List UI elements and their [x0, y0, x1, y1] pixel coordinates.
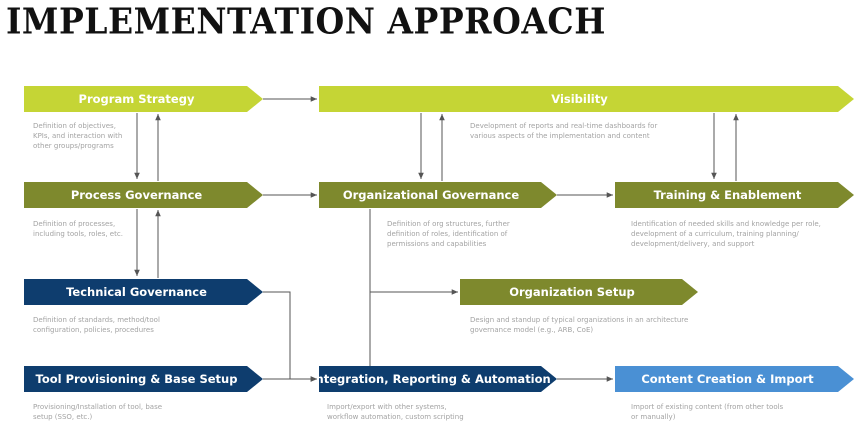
- organization-setup-box: Organization Setup: [460, 279, 698, 305]
- program-strategy-label: Program Strategy: [78, 92, 195, 106]
- desc-line: Definition of standards, method/tool: [33, 316, 160, 324]
- tool-provisioning-description: Provisioning/Installation of tool, base …: [33, 402, 162, 422]
- technical-governance-label: Technical Governance: [66, 285, 207, 299]
- organization-setup-label: Organization Setup: [509, 285, 635, 299]
- organizational-governance-label: Organizational Governance: [342, 188, 520, 202]
- organizational-governance-description: Definition of org structures, further de…: [387, 219, 510, 249]
- visibility-description: Development of reports and real-time das…: [470, 121, 657, 141]
- content-creation-box: Content Creation & Import: [615, 366, 854, 392]
- integration-reporting-label: Integration, Reporting & Automation: [311, 372, 551, 386]
- organization-setup-description: Design and standup of typical organizati…: [470, 315, 688, 335]
- desc-line: development/delivery, and support: [631, 240, 755, 248]
- desc-line: Design and standup of typical organizati…: [470, 316, 689, 324]
- training-enablement-box: Training & Enablement: [615, 182, 854, 208]
- desc-line: Import/export with other systems,: [327, 403, 447, 411]
- desc-line: permissions and capabilities: [387, 240, 487, 248]
- organizational-governance-box: Organizational Governance: [319, 182, 557, 208]
- integration-reporting-description: Import/export with other systems, workfl…: [327, 402, 464, 422]
- process-governance-box: Process Governance: [24, 182, 263, 208]
- process-governance-description: Definition of processes, including tools…: [33, 219, 123, 239]
- desc-line: Provisioning/Installation of tool, base: [33, 403, 163, 411]
- visibility-label: Visibility: [551, 92, 608, 106]
- arrow-technical-to-integration: [263, 291, 317, 382]
- visibility-box: Visibility: [319, 86, 854, 112]
- desc-line: Definition of objectives,: [33, 122, 116, 130]
- tool-provisioning-label: Tool Provisioning & Base Setup: [35, 372, 238, 386]
- desc-line: or manually): [631, 413, 676, 421]
- desc-line: including tools, roles, etc.: [33, 230, 123, 238]
- desc-line: configuration, policies, procedures: [33, 326, 154, 334]
- program-strategy-description: Definition of objectives, KPIs, and inte…: [33, 121, 122, 151]
- desc-line: KPIs, and interaction with: [33, 132, 123, 140]
- desc-line: workflow automation, custom scripting: [327, 413, 464, 421]
- process-governance-label: Process Governance: [70, 188, 203, 202]
- integration-reporting-box: Integration, Reporting & Automation: [319, 366, 557, 392]
- desc-line: Definition of org structures, further: [387, 220, 510, 228]
- page-title: IMPLEMENTATION APPROACH: [6, 0, 606, 43]
- desc-line: Development of reports and real-time das…: [470, 122, 658, 130]
- desc-line: Definition of processes,: [33, 220, 116, 228]
- training-enablement-description: Identification of needed skills and know…: [631, 219, 821, 249]
- desc-line: development of a curriculum, training pl…: [631, 230, 799, 238]
- desc-line: various aspects of the implementation an…: [470, 132, 650, 140]
- desc-line: Identification of needed skills and know…: [631, 220, 821, 228]
- program-strategy-box: Program Strategy: [24, 86, 263, 112]
- content-creation-description: Import of existing content (from other t…: [631, 402, 783, 422]
- training-enablement-label: Training & Enablement: [653, 188, 802, 202]
- desc-line: Import of existing content (from other t…: [631, 403, 784, 411]
- technical-governance-description: Definition of standards, method/tool con…: [33, 315, 160, 335]
- content-creation-label: Content Creation & Import: [641, 372, 814, 386]
- desc-line: definition of roles, identification of: [387, 230, 508, 238]
- desc-line: other groups/programs: [33, 142, 114, 150]
- technical-governance-box: Technical Governance: [24, 279, 263, 305]
- desc-line: setup (SSO, etc.): [33, 413, 93, 421]
- desc-line: governance model (e.g., ARB, CoE): [470, 326, 594, 334]
- tool-provisioning-box: Tool Provisioning & Base Setup: [24, 366, 263, 392]
